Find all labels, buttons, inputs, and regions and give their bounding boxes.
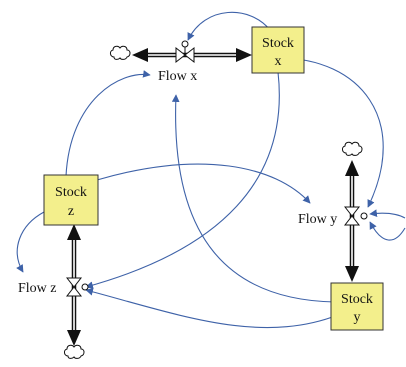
flow-x-pipe	[110, 40, 252, 64]
flow-y-valve-icon	[343, 206, 361, 226]
flow-z-valve-knob	[81, 283, 89, 291]
link-right-edge-to-flowy	[369, 209, 406, 219]
flow-x-arrowhead-left	[132, 48, 148, 62]
flow-y-pipe	[342, 141, 368, 282]
stock-y: Stock y	[330, 282, 384, 331]
link-stockx-to-flowz	[85, 71, 280, 289]
cloud-icon	[64, 344, 85, 359]
link-stockz-to-flowx	[65, 70, 151, 177]
stock-x-label-line2: x	[275, 54, 282, 69]
flow-x-valve-knob	[181, 40, 189, 48]
flow-y-arrowhead-down	[345, 266, 359, 282]
flow-y-arrowhead-up	[345, 160, 359, 176]
flow-x-label: Flow x	[158, 69, 197, 84]
flow-z-valve-icon	[65, 277, 83, 297]
stock-z-label-line2: z	[68, 204, 74, 219]
link-stockx-to-flowx	[187, 11, 271, 41]
link-stocky-to-flowz	[85, 288, 339, 329]
link-flowy-self	[369, 221, 406, 241]
stock-y-label-line1: Stock	[341, 292, 373, 307]
causal-links	[16, 11, 406, 329]
flow-y-valve-knob	[360, 212, 368, 220]
flow-z-arrowhead-up	[67, 224, 81, 240]
link-stockx-to-flowy	[278, 57, 384, 208]
flow-x-arrowhead-right	[236, 48, 252, 62]
link-stocky-to-flowx	[171, 94, 336, 303]
cloud-icon	[342, 141, 363, 156]
flow-y-label: Flow y	[298, 212, 337, 227]
link-stockz-to-flowz	[16, 211, 45, 273]
flow-z-pipe	[64, 224, 89, 359]
cloud-icon	[110, 45, 131, 60]
stock-x: Stock x	[251, 26, 305, 74]
stock-z-label-line1: Stock	[55, 185, 87, 200]
stock-y-label-line2: y	[354, 310, 361, 325]
flow-z-arrowhead-down	[67, 330, 81, 346]
link-stockz-to-flowy	[96, 163, 311, 204]
stock-z: Stock z	[43, 174, 99, 226]
flow-z-label: Flow z	[18, 281, 57, 296]
stock-x-label-line1: Stock	[262, 36, 294, 51]
